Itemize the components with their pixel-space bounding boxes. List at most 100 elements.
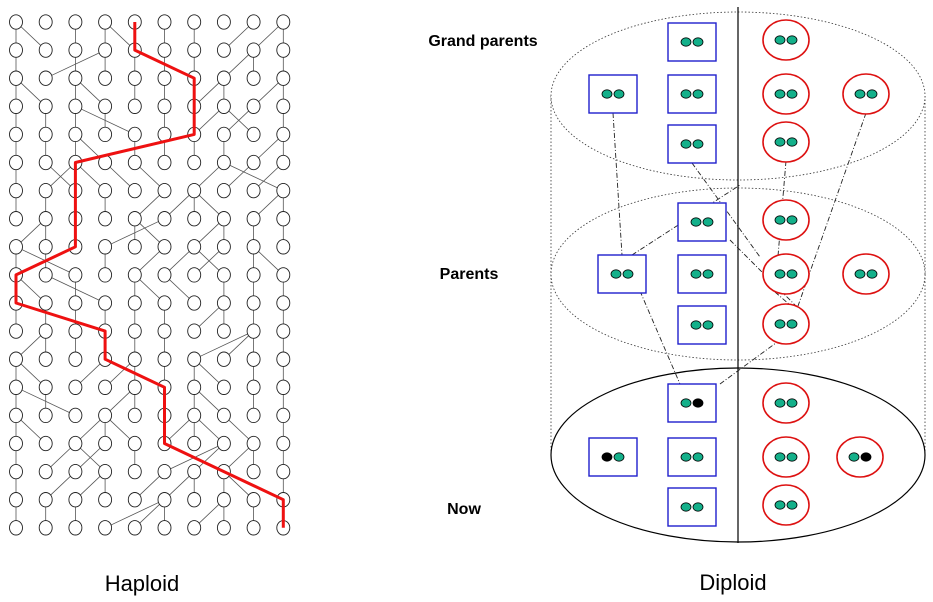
allele-dot xyxy=(601,89,613,99)
haploid-node xyxy=(276,323,291,339)
haploid-node xyxy=(276,295,291,311)
haploid-node xyxy=(246,211,261,227)
allele-dot xyxy=(786,89,798,99)
haploid-node xyxy=(246,126,261,143)
haploid-node xyxy=(276,42,291,58)
haploid-node xyxy=(127,407,142,424)
male-box xyxy=(588,74,638,114)
haploid-edge xyxy=(45,274,106,304)
haploid-node xyxy=(98,14,113,30)
male-box xyxy=(597,254,647,294)
haploid-node xyxy=(276,239,291,255)
allele-dot xyxy=(702,217,714,227)
haploid-node xyxy=(157,267,172,283)
allele-dot xyxy=(786,35,798,45)
allele-dot xyxy=(690,320,702,330)
haploid-node xyxy=(216,295,231,311)
lineage-path-line xyxy=(14,22,285,528)
haploid-node xyxy=(38,211,53,227)
haploid-node xyxy=(216,267,231,283)
haploid-node xyxy=(9,70,23,86)
haploid-node xyxy=(98,267,113,283)
ancestry-link xyxy=(639,290,681,385)
haploid-node xyxy=(276,463,291,480)
haploid-node xyxy=(98,42,113,58)
haploid-node xyxy=(157,492,172,508)
haploid-node xyxy=(276,435,291,452)
haploid-node xyxy=(127,379,142,395)
haploid-node xyxy=(38,323,53,339)
parents-female-individual xyxy=(762,253,810,295)
haploid-node xyxy=(216,154,231,171)
haploid-node xyxy=(246,70,261,86)
haploid-node xyxy=(98,435,113,452)
haploid-node xyxy=(187,407,202,424)
haploid-node xyxy=(68,407,83,424)
haploid-node xyxy=(9,435,23,452)
haploid-node xyxy=(276,407,291,424)
allele-dot xyxy=(860,452,872,462)
haploid-node xyxy=(157,182,172,199)
haploid-node xyxy=(157,323,172,339)
haploid-node xyxy=(157,239,172,255)
haploid-nodes xyxy=(9,14,291,536)
grandparents-female-individual xyxy=(842,73,890,115)
haploid-node xyxy=(187,351,202,367)
allele-dot xyxy=(866,89,878,99)
haploid-node xyxy=(98,182,113,199)
grandparents-female-individual xyxy=(762,73,810,115)
haploid-node xyxy=(246,407,261,424)
haploid-edge xyxy=(194,330,254,360)
label-parents: Parents xyxy=(440,266,499,283)
haploid-node xyxy=(187,267,202,283)
parents-female-individual xyxy=(842,253,890,295)
haploid-node xyxy=(216,182,231,199)
now-female-individual xyxy=(836,436,884,478)
allele-dot xyxy=(692,452,704,462)
ancestry-link xyxy=(719,339,781,385)
haploid-node xyxy=(246,435,261,452)
haploid-node xyxy=(157,520,172,536)
haploid-node xyxy=(38,98,53,114)
allele-dot xyxy=(702,269,714,279)
haploid-node xyxy=(216,98,231,114)
female-circle xyxy=(762,199,810,241)
haploid-node xyxy=(246,323,261,339)
haploid-node xyxy=(187,379,202,395)
haploid-node xyxy=(38,182,53,199)
haploid-node xyxy=(98,463,113,480)
haploid-node xyxy=(157,70,172,86)
haploid-node xyxy=(127,323,142,339)
allele-dot xyxy=(774,35,786,45)
allele-dot xyxy=(601,452,613,462)
allele-dot xyxy=(680,398,692,408)
haploid-node xyxy=(68,14,83,30)
allele-dot xyxy=(690,217,702,227)
male-box xyxy=(667,383,717,423)
haploid-node xyxy=(216,42,231,58)
haploid-node xyxy=(98,492,113,508)
female-circle xyxy=(762,121,810,163)
male-box xyxy=(677,305,727,345)
allele-dot xyxy=(786,452,798,462)
allele-dot xyxy=(692,398,704,408)
haploid-node xyxy=(276,98,291,114)
haploid-node xyxy=(9,14,23,30)
now-male-individual xyxy=(667,437,717,477)
female-circle xyxy=(762,253,810,295)
haploid-node xyxy=(68,463,83,480)
haploid-node xyxy=(246,98,261,114)
allele-dot xyxy=(702,320,714,330)
haploid-node xyxy=(38,407,53,424)
haploid-node xyxy=(216,70,231,86)
haploid-node xyxy=(276,182,291,199)
haploid-node xyxy=(9,407,23,424)
allele-dot xyxy=(786,500,798,510)
haploid-node xyxy=(187,14,202,30)
haploid-node xyxy=(216,407,231,424)
haploid-node xyxy=(246,42,261,58)
allele-dot xyxy=(774,452,786,462)
haploid-node xyxy=(38,435,53,452)
haploid-node xyxy=(157,211,172,227)
haploid-node xyxy=(127,182,142,199)
